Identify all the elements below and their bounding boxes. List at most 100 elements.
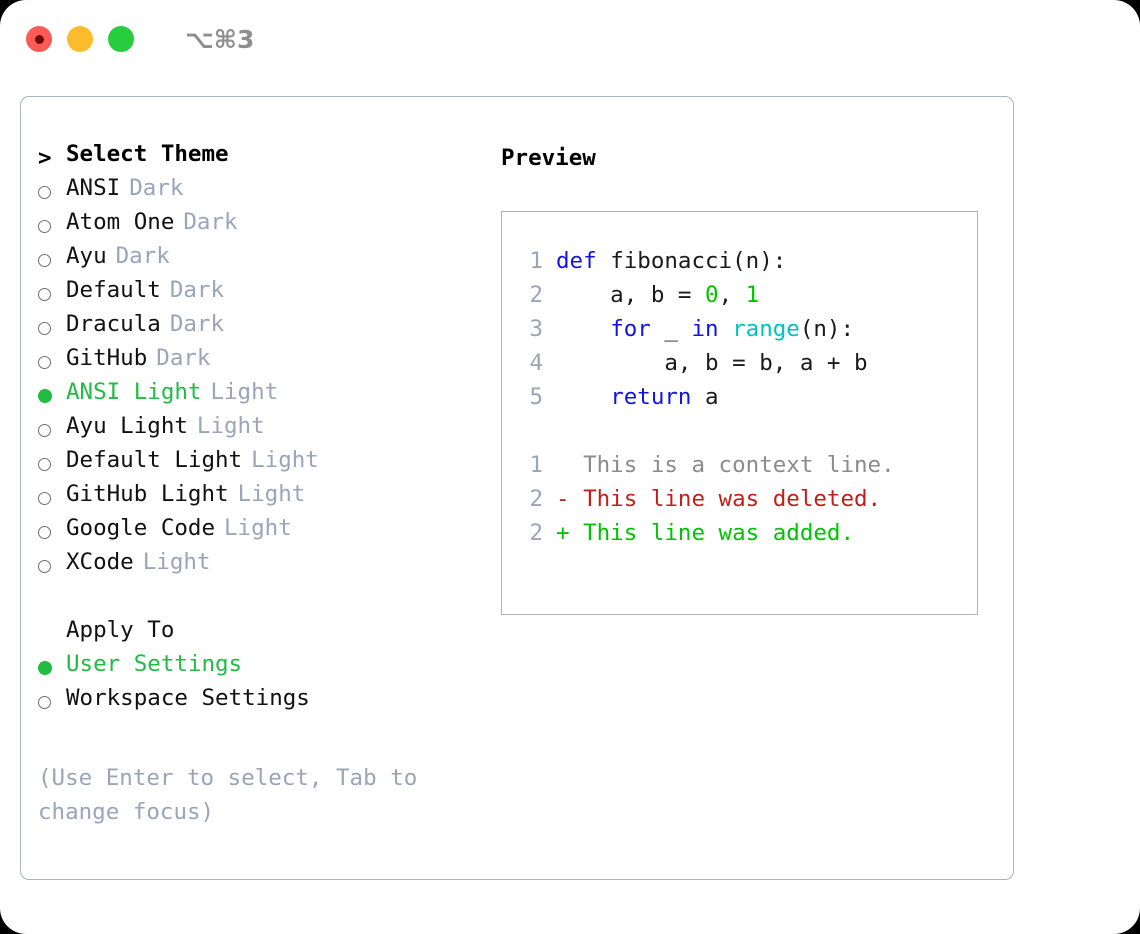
theme-variant-label: Dark (156, 345, 211, 371)
code-token: a (691, 384, 719, 410)
theme-variant-label: Light (196, 413, 265, 439)
code-line-content: return a (556, 384, 719, 410)
radio-empty-icon (38, 413, 66, 447)
radio-empty-icon (38, 481, 66, 515)
theme-list-item[interactable]: Ayu Light Light (38, 413, 478, 447)
code-token: def (556, 248, 611, 274)
diff-marker (556, 452, 570, 478)
apply-to-header: Apply To (38, 617, 478, 651)
radio-empty-icon (38, 549, 66, 583)
theme-list-item[interactable]: Google Code Light (38, 515, 478, 549)
code-token: 1 (745, 282, 760, 308)
radio-selected-icon (38, 379, 66, 413)
theme-name-label: Google Code (66, 515, 216, 541)
code-token: 0 (705, 282, 719, 308)
radio-empty-icon (38, 345, 66, 379)
diff-line-text: This line was added. (569, 520, 855, 546)
code-token: for (610, 316, 651, 342)
code-line-content: a, b = b, a + b (556, 350, 868, 376)
radio-empty-icon (38, 311, 66, 345)
code-token: range (732, 316, 800, 342)
code-token: a, b = b, a + b (556, 350, 868, 376)
diff-line-text: This line was deleted. (569, 486, 882, 512)
theme-list-header: > Select Theme (38, 141, 478, 175)
theme-name-label: ANSI Light (66, 379, 202, 405)
diff-line-text: This is a context line. (569, 452, 895, 478)
theme-variant-label: Light (237, 481, 306, 507)
theme-name-label: GitHub (66, 345, 148, 371)
list-spacer (38, 583, 478, 617)
apply-to-header-label: Apply To (66, 617, 175, 643)
code-token: in (691, 316, 719, 342)
radio-selected-icon (38, 651, 66, 685)
code-line-content: for _ in range(n): (556, 316, 854, 342)
window-zoom-button[interactable] (108, 26, 134, 52)
radio-empty-icon (38, 447, 66, 481)
theme-variant-label: Light (224, 515, 292, 541)
help-text: (Use Enter to select, Tab to change focu… (38, 765, 418, 825)
theme-variant-label: Dark (115, 243, 170, 269)
diff-line-number: 1 (529, 452, 543, 478)
diff-marker: + (556, 520, 570, 546)
theme-variant-label: Light (142, 549, 211, 575)
radio-empty-icon (38, 515, 66, 549)
radio-empty-icon (38, 175, 66, 209)
theme-variant-label: Dark (169, 277, 225, 303)
theme-name-label: GitHub Light (66, 481, 229, 507)
diff-sample: 1 This is a context line. 2- This line wa… (513, 452, 977, 554)
theme-name-label: Ayu Light (66, 413, 188, 439)
code-token (556, 384, 610, 410)
code-line: 5 return a (513, 384, 977, 418)
diff-marker: - (556, 486, 570, 512)
theme-name-label: Dracula (66, 311, 161, 337)
diff-line-number: 2 (529, 520, 543, 546)
theme-list-header-label: Select Theme (66, 141, 229, 167)
theme-list-item[interactable]: GitHub Light Light (38, 481, 478, 515)
preview-title: Preview (501, 145, 596, 171)
theme-list-item[interactable]: ANSI Light Light (38, 379, 478, 413)
radio-empty-icon (38, 277, 66, 311)
code-line-number: 2 (529, 282, 543, 308)
theme-variant-label: Light (210, 379, 279, 405)
close-icon (34, 34, 44, 44)
theme-name-label: ANSI (66, 175, 121, 201)
apply-to-option[interactable]: Workspace Settings (38, 685, 478, 719)
diff-line: 1 This is a context line. (513, 452, 977, 486)
code-token: _ (650, 316, 692, 342)
theme-list-item[interactable]: Ayu Dark (38, 243, 478, 277)
radio-empty-icon (38, 243, 66, 277)
radio-empty-icon (38, 209, 66, 243)
code-token: a, b = (556, 282, 706, 308)
diff-line: 2 + This line was added. (513, 520, 977, 554)
code-line: 3 for _ in range(n): (513, 316, 977, 350)
code-diff-gap (513, 418, 977, 452)
theme-list-item[interactable]: GitHub Dark (38, 345, 478, 379)
code-token: return (610, 384, 692, 410)
code-line: 2 a, b = 0, 1 (513, 282, 977, 316)
window-close-button[interactable] (26, 26, 52, 52)
keyboard-shortcut-label: ⌥⌘3 (185, 24, 255, 54)
code-line-number: 4 (529, 350, 543, 376)
apply-to-option-label: User Settings (66, 651, 243, 677)
theme-name-label: Ayu (66, 243, 107, 269)
window-minimize-button[interactable] (67, 26, 93, 52)
radio-empty-icon (38, 685, 66, 719)
code-token: fibonacci(n): (610, 248, 787, 274)
apply-to-option-label: Workspace Settings (66, 685, 310, 711)
apply-to-option[interactable]: User Settings (38, 651, 478, 685)
code-token: , (718, 282, 746, 308)
code-token (719, 316, 733, 342)
theme-variant-label: Dark (183, 209, 238, 235)
